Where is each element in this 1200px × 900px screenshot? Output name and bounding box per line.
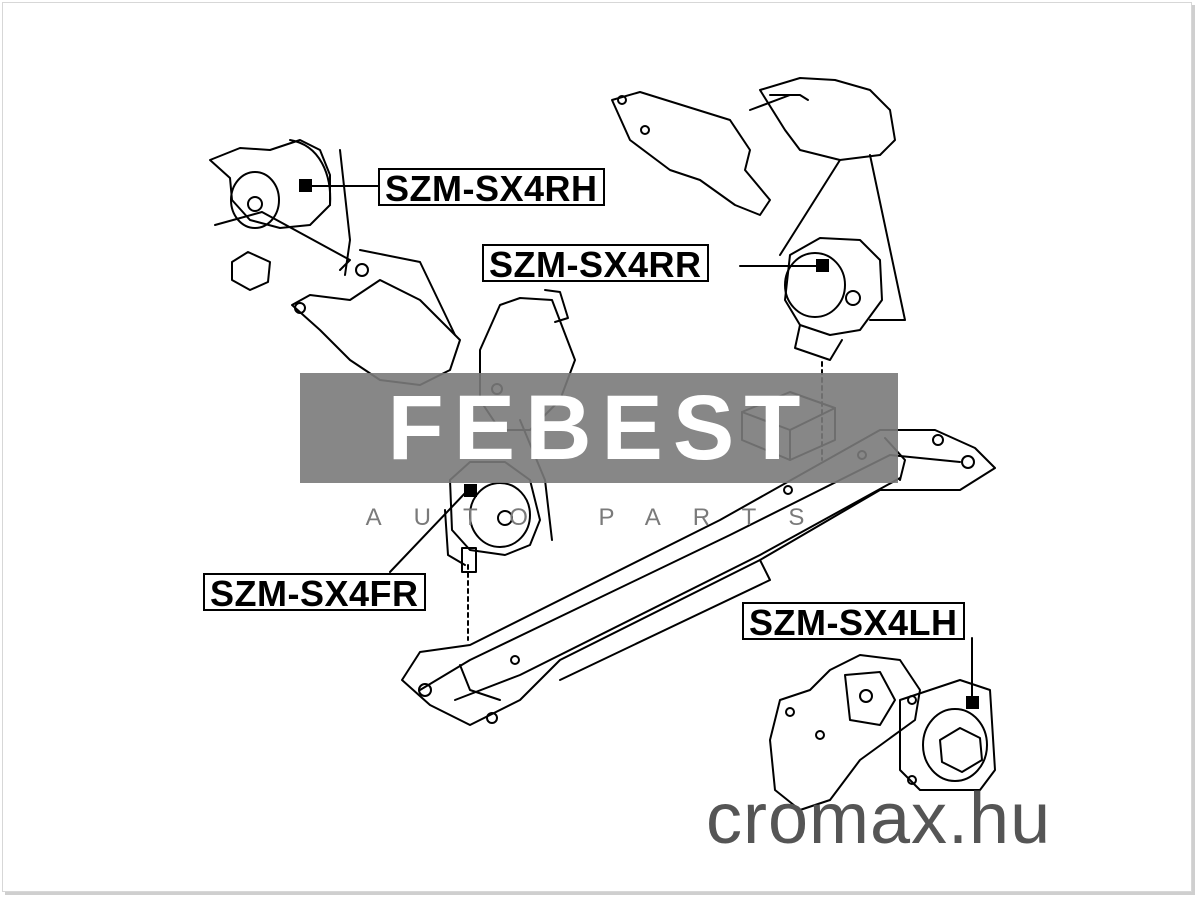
marker-fr <box>464 484 477 497</box>
part-label-fr: SZM-SX4FR <box>203 573 426 613</box>
marker-lh <box>966 696 979 709</box>
front-mount-drawing <box>444 461 541 641</box>
part-label-lh: SZM-SX4LH <box>742 602 965 642</box>
rear-bracket-drawing <box>611 77 896 216</box>
watermark-tagline: AUTO PARTS <box>365 504 837 531</box>
part-label-rh: SZM-SX4RH <box>378 168 605 208</box>
marker-rr <box>816 259 829 272</box>
watermark-brand: FEBEST <box>387 377 811 479</box>
right-mount-drawing <box>209 139 461 386</box>
part-label-rr: SZM-SX4RR <box>482 244 709 284</box>
leader-lines <box>305 185 973 701</box>
watermark-band <box>300 373 898 483</box>
crossmember-drawing <box>401 429 996 726</box>
left-mount-drawing <box>769 654 996 811</box>
marker-rh <box>299 179 312 192</box>
website-watermark: cromax.hu <box>706 779 1052 859</box>
